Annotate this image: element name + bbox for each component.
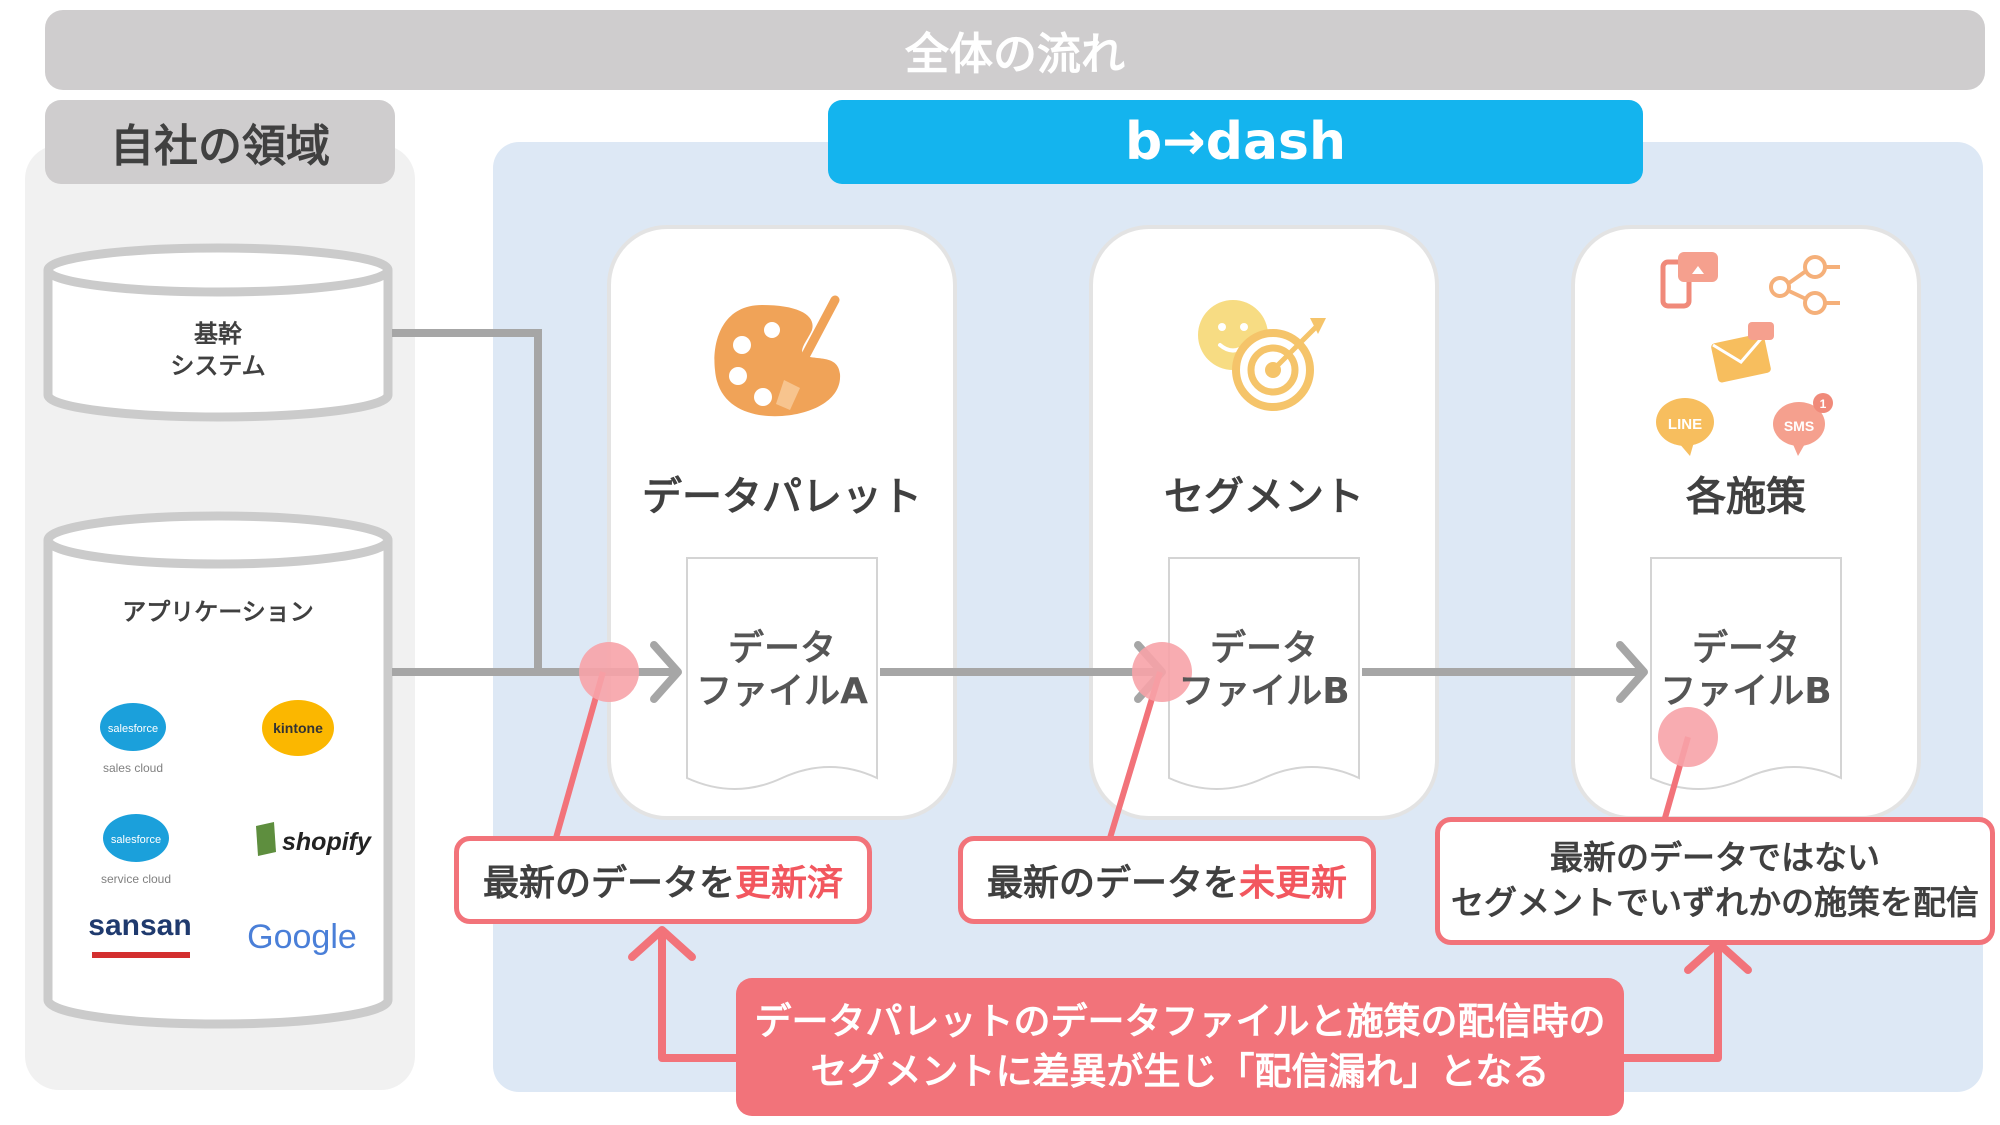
callout-stale-segment: 最新のデータではない セグメントでいずれかの施策を配信 <box>1435 817 1995 945</box>
file-label-line1: データ <box>1691 627 1800 669</box>
file-label-line2: ファイルB <box>1660 671 1832 712</box>
callout-line2: セグメントでいずれかの施策を配信 <box>1451 883 1979 922</box>
file-label-line2: ファイルA <box>696 671 868 712</box>
mobile-notification-icon <box>1660 252 1718 309</box>
salesforce-service-cloud-logo: salesforce service cloud <box>101 814 171 886</box>
card-title: 各施策 <box>1686 474 1806 520</box>
bdash-title: b→dash <box>828 100 1643 184</box>
card-title: セグメント <box>1164 474 1364 520</box>
arrow-right-icon <box>650 641 682 703</box>
logo-name: salesforce <box>111 834 161 846</box>
channels-icon: LINE SMS 1 <box>1656 252 1840 456</box>
document-icon <box>1168 557 1360 790</box>
file-label-line1: データ <box>727 627 836 669</box>
arrow-right-icon <box>1616 641 1648 703</box>
core-system-database-icon <box>43 243 393 422</box>
callout-text: 最新のデータを <box>482 863 735 904</box>
logo-caption: service cloud <box>101 872 171 886</box>
highlight-dot <box>579 642 639 702</box>
kintone-logo: kintone <box>262 700 334 756</box>
callout-not-updated: 最新のデータを未更新 <box>958 836 1376 924</box>
data-file-b-campaigns: データ ファイルB <box>1651 600 1841 740</box>
core-system-label-line1: 基幹 <box>194 320 242 348</box>
core-system-label-line2: システム <box>170 352 266 381</box>
file-label-line1: データ <box>1209 627 1318 669</box>
data-file-b-segment: データ ファイルB <box>1169 600 1359 740</box>
flow-title-bar: 全体の流れ <box>45 10 1985 90</box>
callout-highlight: 更新済 <box>735 863 844 904</box>
flow-lines <box>392 329 1642 676</box>
logo-caption: sales cloud <box>103 761 163 775</box>
applications-database-icon <box>43 511 393 1029</box>
shopify-logo: shopify <box>256 822 372 856</box>
sms-icon: SMS 1 <box>1773 393 1833 456</box>
highlight-dot <box>1132 642 1192 702</box>
data-file-a: データ ファイルA <box>687 600 877 740</box>
card-title: データパレット <box>642 474 922 520</box>
callout-dots <box>579 642 1718 767</box>
conclusion-line1: データパレットのデータファイルと施策の配信時の <box>754 1000 1606 1044</box>
flow-title: 全体の流れ <box>905 29 1125 80</box>
logo-name: salesforce <box>108 723 158 735</box>
own-area-title: 自社の領域 <box>45 100 395 184</box>
line-label: LINE <box>1668 416 1702 433</box>
workflow-icon <box>1769 255 1840 315</box>
palette-icon <box>714 295 841 417</box>
sansan-logo: sansan <box>88 909 192 958</box>
logo-name: sansan <box>88 909 191 942</box>
google-logo: Google <box>247 918 357 956</box>
applications-label: アプリケーション <box>122 598 314 626</box>
conclusion-line2: セグメントに差異が生じ「配信漏れ」となる <box>810 1050 1550 1093</box>
callout-updated: 最新のデータを更新済 <box>454 836 872 924</box>
logo-name: Google <box>247 918 357 956</box>
logo-name: shopify <box>282 828 372 856</box>
logo-name: kintone <box>273 720 323 736</box>
document-icon <box>686 557 878 790</box>
highlight-dot <box>1658 707 1718 767</box>
conclusion-box: データパレットのデータファイルと施策の配信時の セグメントに差異が生じ「配信漏れ… <box>736 978 1624 1116</box>
sms-label: SMS <box>1784 418 1814 434</box>
arrow-up-icon <box>628 926 696 961</box>
salesforce-sales-cloud-logo: salesforce sales cloud <box>100 703 166 775</box>
callout-line1: 最新のデータではない <box>1550 838 1880 878</box>
file-label-line2: ファイルB <box>1178 671 1350 712</box>
line-icon: LINE <box>1656 398 1714 456</box>
callout-highlight: 未更新 <box>1239 863 1348 904</box>
core-system-label: 基幹 システム <box>48 318 388 383</box>
mail-icon <box>1711 322 1774 383</box>
callout-text: 最新のデータを <box>986 863 1239 904</box>
sms-badge: 1 <box>1820 397 1827 411</box>
target-icon <box>1198 300 1326 411</box>
